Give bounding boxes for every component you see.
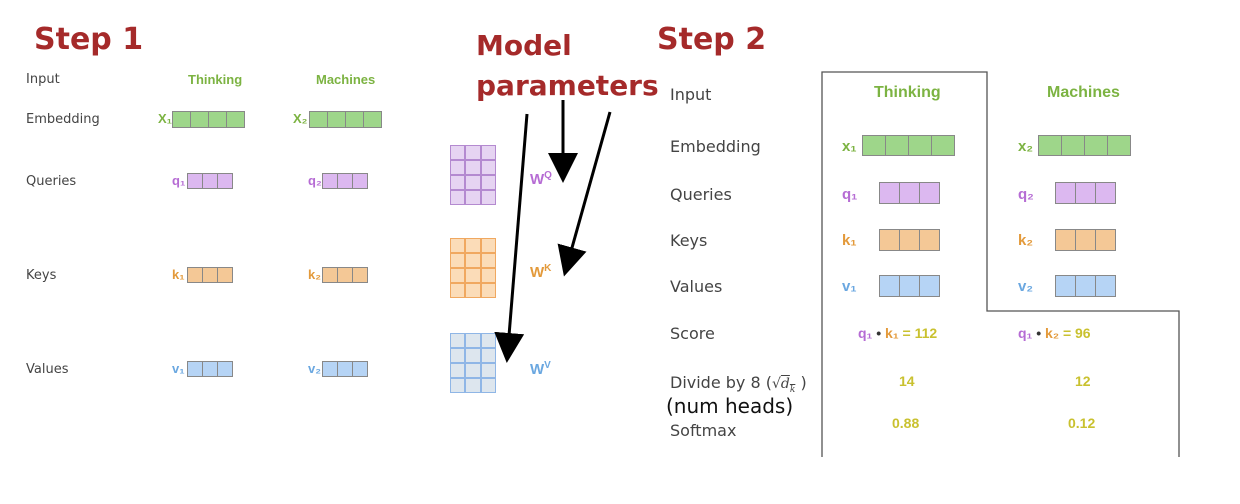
step1-values-label: Values bbox=[26, 362, 69, 377]
score-thinking: q₁ • k₁ = 112 bbox=[858, 325, 938, 341]
step1-title: Step 1 bbox=[34, 22, 144, 57]
model-parameters-line1: Model bbox=[476, 29, 572, 62]
step1-word-machines: Machines bbox=[316, 72, 376, 87]
step2-word-machines: Machines bbox=[1047, 84, 1120, 101]
step1-k2-vector bbox=[322, 267, 368, 283]
step2-softmax-label: Softmax bbox=[670, 421, 737, 440]
step2-embedding-label: Embedding bbox=[670, 137, 761, 156]
wk-label: WK bbox=[530, 263, 552, 281]
step2-x1-vector bbox=[862, 135, 955, 156]
step2-queries-label: Queries bbox=[670, 185, 732, 204]
step1-k1-vector bbox=[187, 267, 233, 283]
model-parameters-title: Model parameters bbox=[476, 26, 659, 106]
wq-matrix bbox=[450, 145, 496, 205]
softmax-thinking: 0.88 bbox=[892, 415, 920, 431]
step1-input-label: Input bbox=[26, 72, 60, 87]
step2-v1-symbol: v₁ bbox=[842, 278, 857, 295]
softmax-machines: 0.12 bbox=[1068, 415, 1096, 431]
step1-x1-symbol: X₁ bbox=[158, 111, 173, 126]
wv-matrix bbox=[450, 333, 496, 393]
step1-v2-symbol: v₂ bbox=[308, 361, 322, 376]
step2-v1-vector bbox=[879, 275, 940, 297]
step1-queries-label: Queries bbox=[26, 174, 77, 189]
step2-k2-vector bbox=[1055, 229, 1116, 251]
step2-x2-vector bbox=[1038, 135, 1131, 156]
step1-v1-vector bbox=[187, 361, 233, 377]
step2-values-label: Values bbox=[670, 277, 723, 296]
step2-q1-symbol: q₁ bbox=[842, 186, 858, 203]
step1-v1-symbol: v₁ bbox=[172, 361, 185, 376]
wv-label: WV bbox=[530, 360, 551, 378]
step2-input-label: Input bbox=[670, 85, 712, 104]
sqrt-dk-formula: √dk bbox=[771, 376, 796, 395]
step2-x1-symbol: x₁ bbox=[842, 138, 857, 155]
step2-score-label: Score bbox=[670, 324, 715, 343]
divided-machines: 12 bbox=[1075, 373, 1091, 389]
step2-keys-label: Keys bbox=[670, 231, 708, 250]
step2-q1-vector bbox=[879, 182, 940, 204]
step1-x2-symbol: X₂ bbox=[293, 111, 308, 126]
step1-x1-vector bbox=[172, 111, 245, 128]
score-machines: q₁ • k₂ = 96 bbox=[1018, 325, 1091, 341]
arrow-to-wv bbox=[494, 113, 529, 363]
step2-k1-vector bbox=[879, 229, 940, 251]
step2-title: Step 2 bbox=[657, 22, 767, 57]
step2-q2-symbol: q₂ bbox=[1018, 186, 1034, 203]
arrow-to-wk bbox=[557, 111, 612, 277]
step2-word-thinking: Thinking bbox=[874, 84, 941, 101]
step2-v2-symbol: v₂ bbox=[1018, 278, 1034, 295]
step1-embedding-label: Embedding bbox=[26, 112, 100, 127]
step1-keys-label: Keys bbox=[26, 268, 57, 283]
step2-divide-label: Divide by 8 (√dk ) bbox=[670, 373, 807, 395]
step1-x2-vector bbox=[309, 111, 382, 128]
step2-x2-symbol: x₂ bbox=[1018, 138, 1034, 155]
step1-q1-symbol: q₁ bbox=[172, 173, 186, 188]
step1-word-thinking: Thinking bbox=[188, 72, 243, 87]
model-parameters-line2: parameters bbox=[476, 69, 659, 102]
step1-v2-vector bbox=[322, 361, 368, 377]
step2-k2-symbol: k₂ bbox=[1018, 232, 1034, 249]
step1-k2-symbol: k₂ bbox=[308, 267, 322, 282]
step2-v2-vector bbox=[1055, 275, 1116, 297]
step1-q1-vector bbox=[187, 173, 233, 189]
step1-q2-symbol: q₂ bbox=[308, 173, 322, 188]
wk-matrix bbox=[450, 238, 496, 298]
step1-k1-symbol: k₁ bbox=[172, 267, 185, 282]
num-heads-note: (num heads) bbox=[666, 394, 794, 418]
divided-thinking: 14 bbox=[899, 373, 915, 389]
step1-q2-vector bbox=[322, 173, 368, 189]
step2-q2-vector bbox=[1055, 182, 1116, 204]
step2-k1-symbol: k₁ bbox=[842, 232, 857, 249]
